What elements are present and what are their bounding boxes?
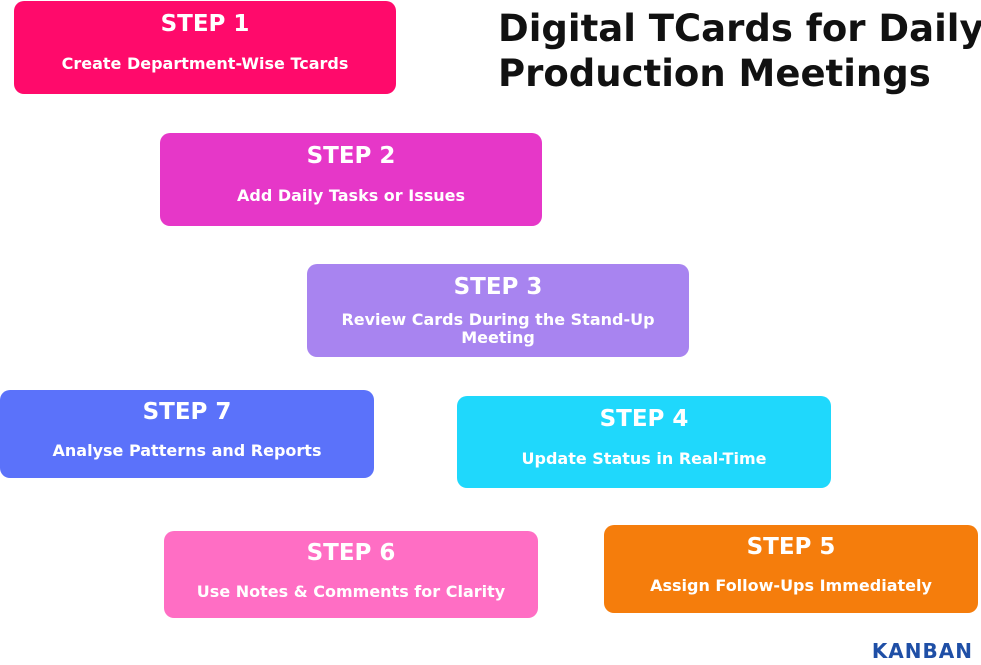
step-4-card: STEP 4 Update Status in Real-Time [457,396,831,488]
step-4-label: STEP 4 [599,406,689,432]
step-6-card: STEP 6 Use Notes & Comments for Clarity [164,531,538,618]
step-3-text: Review Cards During the Stand-Up Meeting [341,310,655,347]
step-1-card: STEP 1 Create Department-Wise Tcards [14,1,396,94]
title-line-2: Production Meetings [498,52,931,95]
kanban-logo: KANBAN [871,639,973,663]
step-2-card: STEP 2 Add Daily Tasks or Issues [160,133,542,226]
step-5-text: Assign Follow-Ups Immediately [650,576,932,595]
step-7-text: Analyse Patterns and Reports [52,441,322,460]
step-7-label: STEP 7 [142,399,232,425]
step-1-label: STEP 1 [160,11,250,37]
step-4-text: Update Status in Real-Time [521,449,767,468]
step-2-text: Add Daily Tasks or Issues [236,186,466,205]
step-2-label: STEP 2 [306,143,396,169]
step-5-label: STEP 5 [746,534,836,560]
step-1-text: Create Department-Wise Tcards [61,54,349,73]
step-6-text: Use Notes & Comments for Clarity [196,582,506,601]
page-title: Digital TCards for Daily Production Meet… [498,6,981,96]
title-line-1: Digital TCards for Daily [498,7,981,50]
step-7-card: STEP 7 Analyse Patterns and Reports [0,390,374,478]
step-3-label: STEP 3 [453,274,543,300]
step-5-card: STEP 5 Assign Follow-Ups Immediately [604,525,978,613]
step-3-card: STEP 3 Review Cards During the Stand-Up … [307,264,689,357]
step-6-label: STEP 6 [306,540,396,566]
